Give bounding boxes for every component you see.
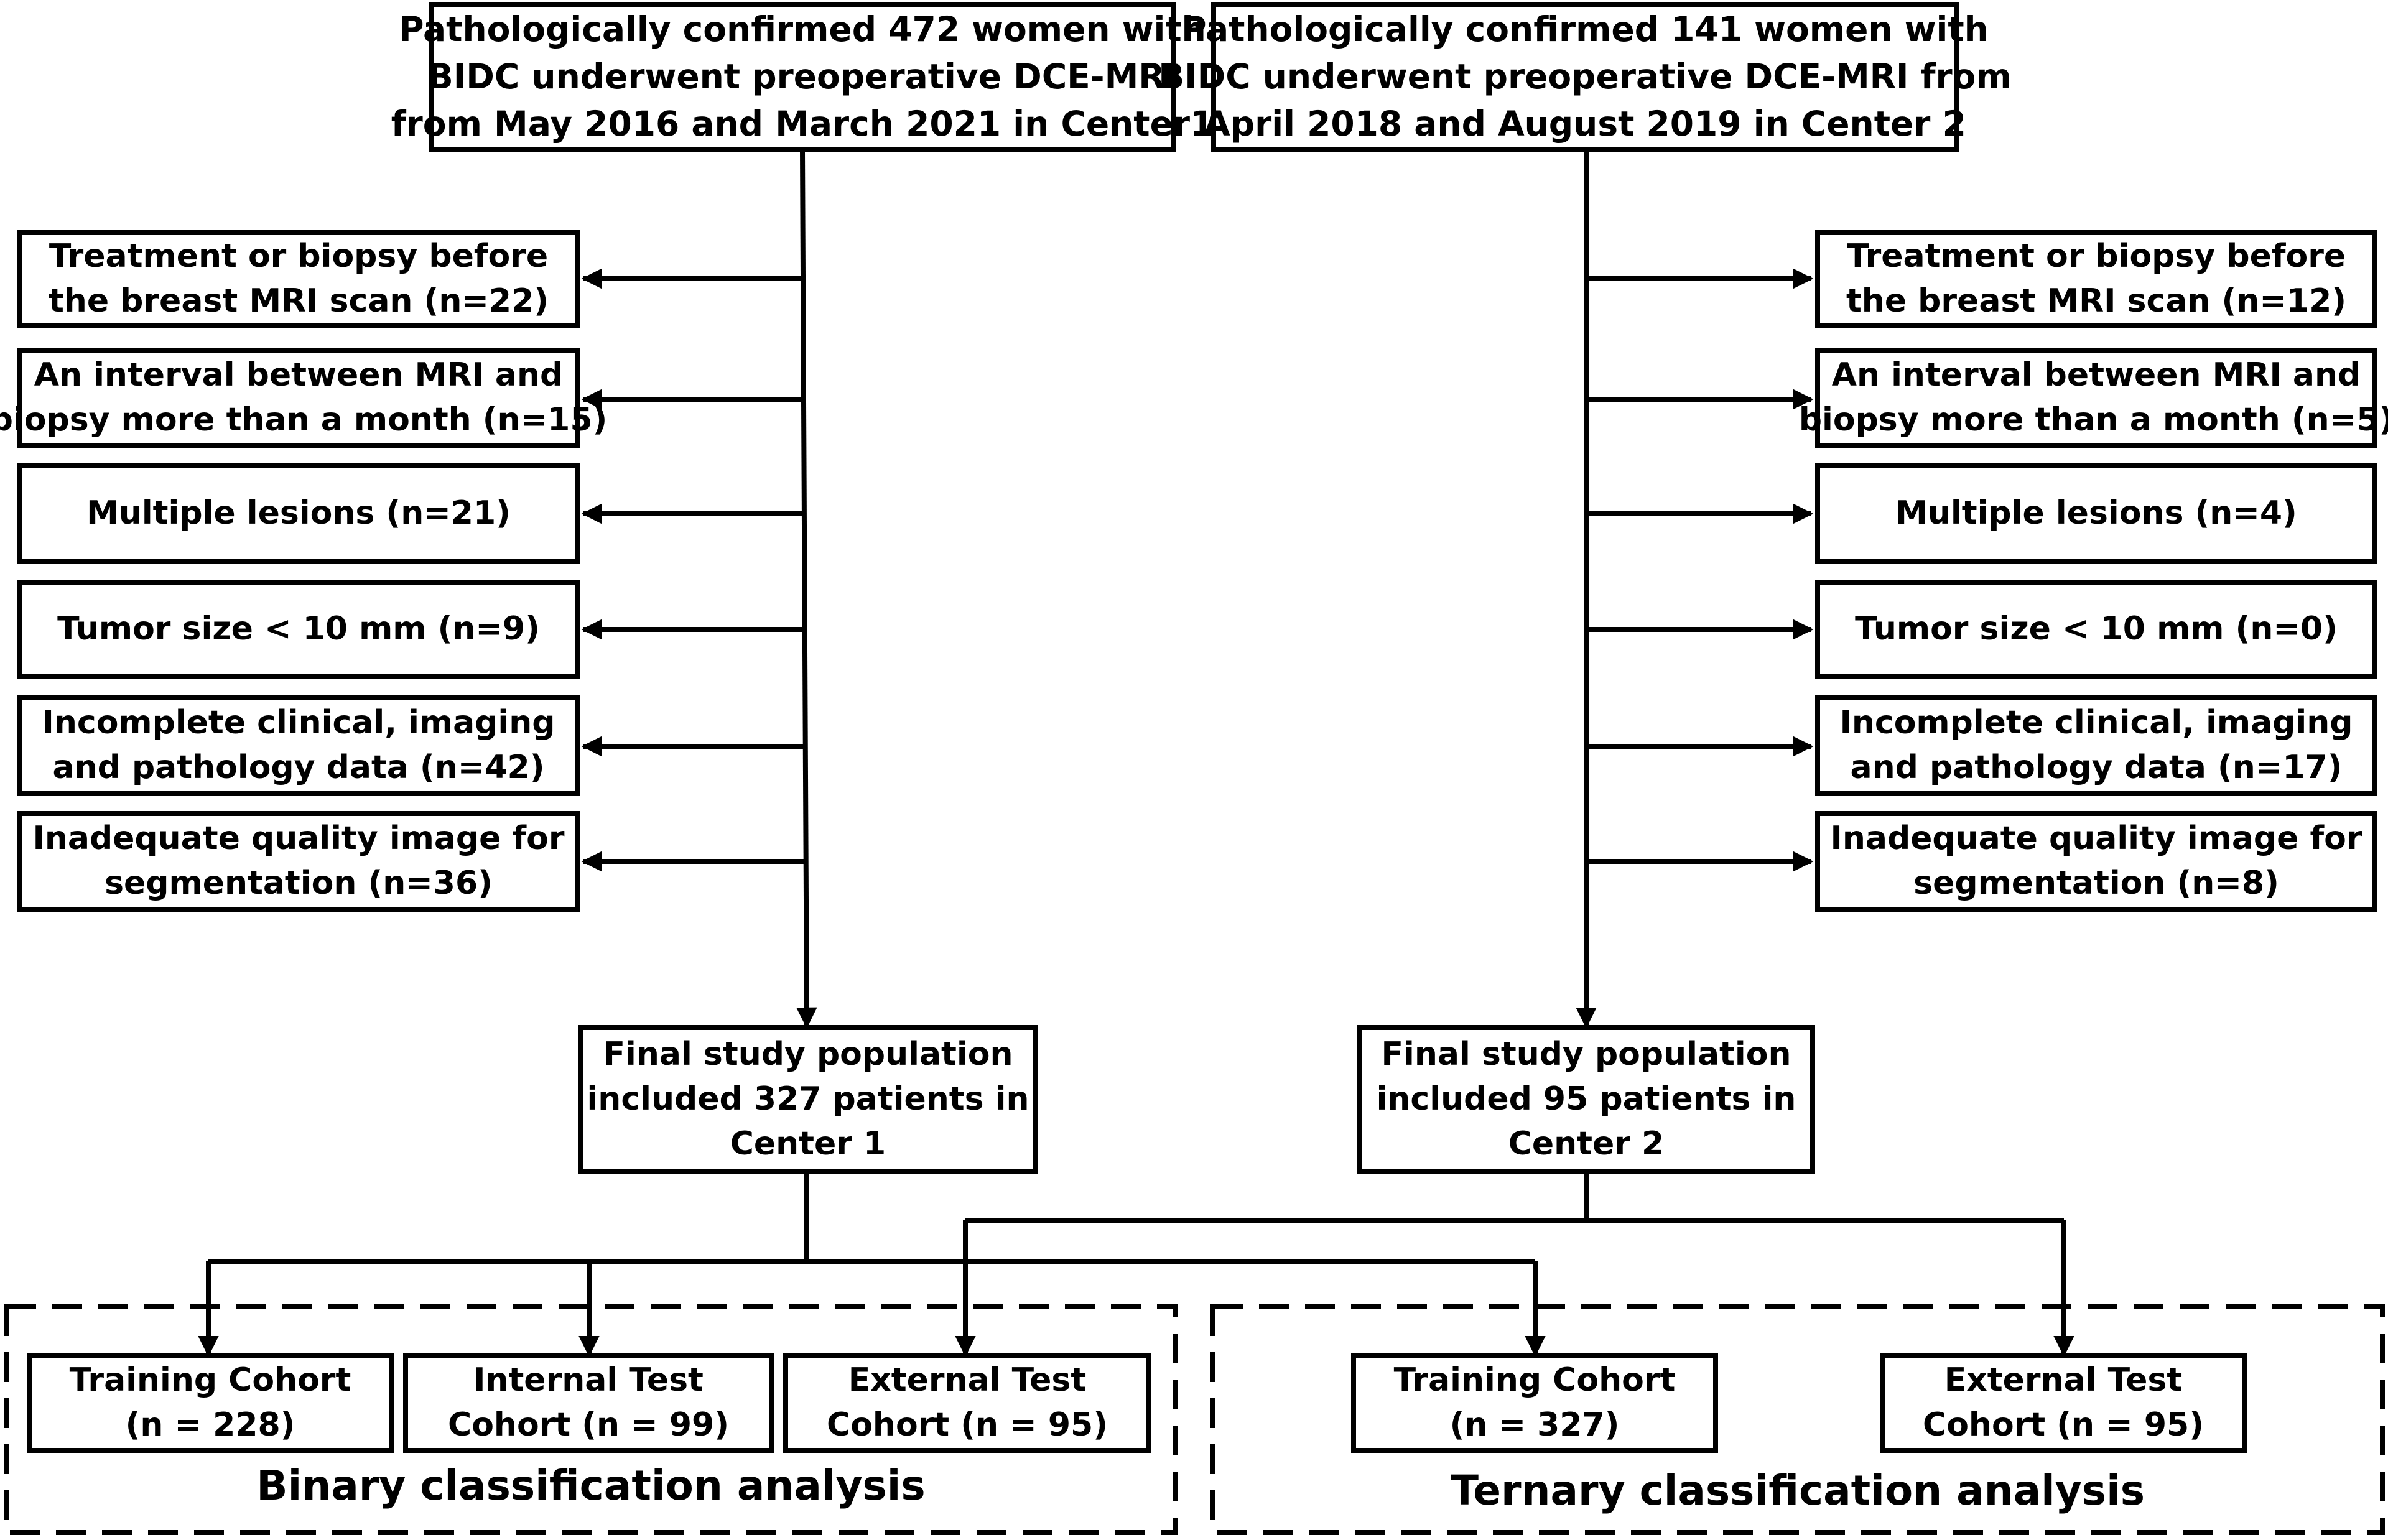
binary-group-title: Binary classification analysis	[256, 1462, 926, 1510]
center2-distribution	[965, 1174, 2064, 1223]
ternary-group-frame	[1210, 1304, 2385, 1535]
center1-exclusion-box: Tumor size < 10 mm (n=9)	[17, 580, 580, 679]
center1-distribution	[208, 1174, 1535, 1264]
center1-trunk	[796, 151, 817, 1029]
binary-group-frame	[4, 1304, 1178, 1535]
ternary-group-title: Ternary classification analysis	[1450, 1467, 2145, 1514]
center2-exclusion-box: Multiple lesions (n=4)	[1815, 463, 2377, 564]
ternary-training-cohort-box: Training Cohort(n = 327)	[1351, 1353, 1718, 1453]
binary-training-cohort-box: Training Cohort(n = 228)	[27, 1353, 394, 1453]
center2-exclusion-box: Tumor size < 10 mm (n=0)	[1815, 580, 2377, 679]
center1-exclusion-box: Multiple lesions (n=21)	[17, 463, 580, 564]
